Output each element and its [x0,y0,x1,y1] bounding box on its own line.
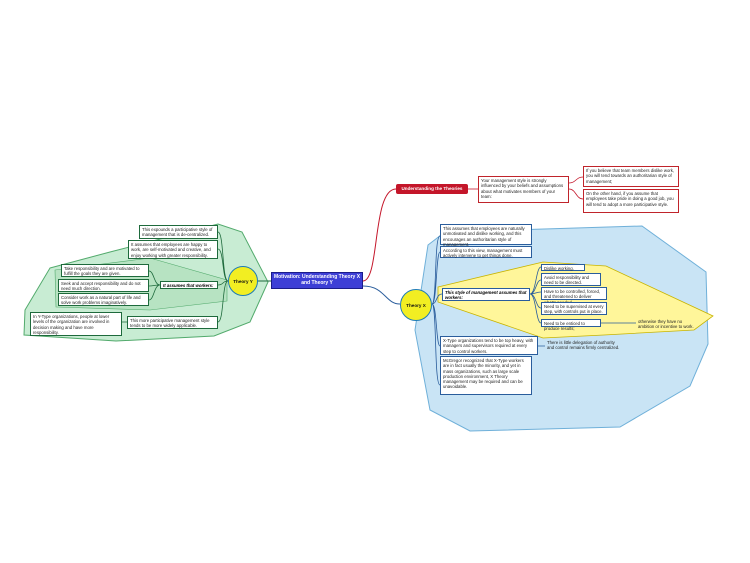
understanding-topic[interactable]: Understanding the Theories [396,184,468,194]
connector-y-branches [122,231,229,323]
theory-x-trait-5[interactable]: Need to be enticed to produce results; [541,319,601,331]
theory-x-style-region [437,261,714,339]
theory-x-node[interactable]: Theory X [400,289,432,321]
theory-y-node[interactable]: Theory Y [228,266,258,296]
theory-y-happy-node[interactable]: It assumes that employees are happy to w… [128,240,218,259]
connector-und-x [568,176,584,184]
theory-y-expands-node[interactable]: This expounds a participative style of m… [139,225,218,239]
theory-x-trait-1[interactable]: Dislike working. [541,264,585,271]
connector-understanding [362,188,397,282]
theory-x-trait-3[interactable]: Have to be controlled, forced, and threa… [541,287,607,305]
theory-x-style-node[interactable]: This style of management assumes that wo… [442,288,530,301]
theory-x-assumes-node[interactable]: This assumes that employees are naturall… [440,224,532,247]
theory-x-trait-4[interactable]: Need to be supervised at every step, wit… [541,302,607,315]
connector-und-y [568,188,584,200]
theory-y-trait-2[interactable]: Seek and accept responsibility and do no… [58,279,149,292]
understanding-y-node[interactable]: On the other hand, if you assume that em… [583,189,679,213]
theory-y-assumes-node[interactable]: It assumes that workers: [160,281,218,289]
connector-theory-x [362,285,401,305]
understanding-intro-node[interactable]: Your management style is strongly influe… [478,176,569,203]
theory-x-mcgregor-node[interactable]: McGregor recognized that X-Type workers … [440,356,532,395]
connector-x-traits [529,266,636,347]
theory-y-participative-node[interactable]: This more participative management style… [127,316,218,329]
theory-x-enticed-note[interactable]: otherwise they have no ambition or incen… [638,319,694,330]
theory-y-trait-1[interactable]: Take responsibility and are motivated to… [61,264,149,277]
theory-y-orgs-node[interactable]: In Y-Type organizations, people at lower… [30,312,122,336]
understanding-x-node[interactable]: If you believe that team members dislike… [583,166,679,187]
theory-x-orgs-note[interactable]: There is little delegation of authority … [547,340,620,351]
central-topic[interactable]: Motivation: Understanding Theory X and T… [271,272,363,289]
theory-y-trait-3[interactable]: Consider work as a natural part of life … [58,293,149,306]
connector-x-branches [431,235,443,386]
connector-y-traits [148,270,161,301]
theory-x-trait-2[interactable]: Avoid responsibility and need to be dire… [541,273,601,286]
theory-x-view-node[interactable]: According to this view, management must … [440,246,532,258]
theory-x-orgs-node[interactable]: X-Type organizations tend to be top heav… [440,336,538,355]
